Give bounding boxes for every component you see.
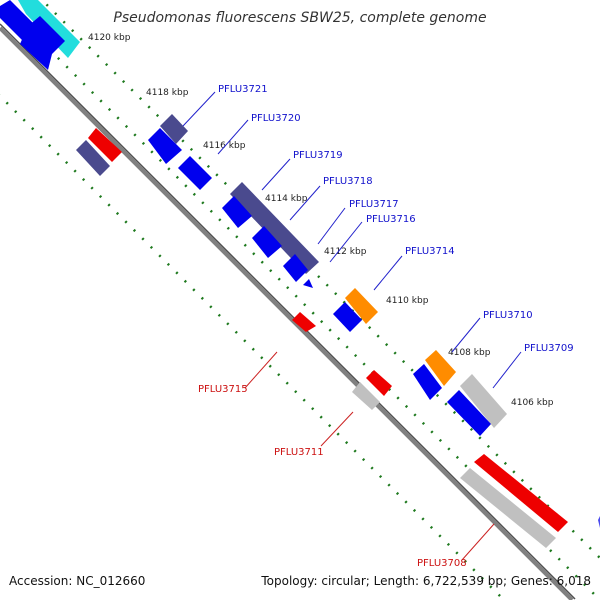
gene-leader bbox=[492, 351, 522, 389]
gene-label[interactable]: PFLU3721 bbox=[218, 84, 268, 95]
gene-pflu3710[interactable] bbox=[425, 350, 456, 386]
gene-leader bbox=[182, 91, 216, 127]
gene-pflu3720[interactable] bbox=[148, 128, 182, 164]
gene-pflu3708-adj[interactable] bbox=[460, 468, 556, 548]
gene-label[interactable]: PFLU3718 bbox=[323, 176, 373, 187]
gene-leader bbox=[373, 255, 403, 291]
gene-pflu3711[interactable] bbox=[366, 370, 392, 396]
gene-label[interactable]: PFLU3715 bbox=[198, 384, 248, 395]
tick-label: 4114 kbp bbox=[265, 194, 308, 204]
gene-label[interactable]: PFLU3719 bbox=[293, 150, 343, 161]
gene-leader bbox=[261, 158, 291, 191]
gene-leader bbox=[317, 207, 346, 245]
gene-pflu3709-adj[interactable] bbox=[447, 390, 491, 436]
gene-label[interactable]: PFLU3716 bbox=[366, 214, 416, 225]
genome-summary: Topology: circular; Length: 6,722,539 bp… bbox=[261, 574, 591, 588]
gene-navy[interactable] bbox=[76, 140, 110, 176]
gene-pflu3719[interactable] bbox=[178, 156, 212, 190]
reverse-tick-ring bbox=[0, 94, 506, 600]
gene-small[interactable] bbox=[303, 279, 313, 288]
gene-pflu3708[interactable] bbox=[474, 454, 568, 532]
gene-pflu3721[interactable] bbox=[160, 114, 188, 144]
gene-pflu3715[interactable] bbox=[292, 312, 316, 332]
gene-pflu3711-adj[interactable] bbox=[352, 382, 380, 410]
map-title: Pseudomonas fluorescens SBW25, complete … bbox=[113, 10, 487, 26]
gene-leader bbox=[244, 351, 278, 389]
tick-label: 4120 kbp bbox=[88, 33, 131, 43]
accession-label: Accession: NC_012660 bbox=[9, 574, 146, 588]
gene-label[interactable]: PFLU3717 bbox=[349, 199, 399, 210]
gene-pflu3716[interactable] bbox=[252, 226, 282, 258]
gene-red[interactable] bbox=[88, 128, 122, 162]
gene-leader bbox=[320, 411, 354, 447]
tick-label: 4108 kbp bbox=[448, 348, 491, 358]
tick-label: 4112 kbp bbox=[324, 247, 367, 257]
forward-tick-ring bbox=[40, 0, 600, 560]
gene-label[interactable]: PFLU3708 bbox=[417, 558, 467, 569]
tick-label: 4106 kbp bbox=[511, 398, 554, 408]
gene-pflu3710-adj[interactable] bbox=[413, 364, 442, 400]
gene-pflu3709[interactable] bbox=[460, 374, 507, 428]
gene-leader bbox=[329, 221, 363, 263]
gene-label[interactable]: PFLU3709 bbox=[524, 343, 574, 354]
gene-label[interactable]: PFLU3711 bbox=[274, 447, 324, 458]
gene-pflu3714[interactable] bbox=[345, 288, 378, 324]
gene-leader bbox=[289, 185, 321, 221]
gene-label[interactable]: PFLU3714 bbox=[405, 246, 455, 257]
gene-leader bbox=[217, 119, 249, 155]
gene-pflu3714-adj[interactable] bbox=[333, 302, 362, 332]
genome-backbone-edge bbox=[0, 23, 576, 600]
tick-label: 4110 kbp bbox=[386, 296, 429, 306]
gene-label[interactable]: PFLU3720 bbox=[251, 113, 301, 124]
tick-label: 4116 kbp bbox=[203, 141, 246, 151]
genome-backbone bbox=[0, 26, 574, 600]
gene-leader bbox=[451, 317, 481, 353]
gene-pflu3716b[interactable] bbox=[283, 254, 308, 282]
gene-leader bbox=[461, 523, 495, 561]
gene-label[interactable]: PFLU3710 bbox=[483, 310, 533, 321]
tick-label: 4118 kbp bbox=[146, 88, 189, 98]
gene-blue[interactable] bbox=[20, 16, 65, 70]
gene-pflu3717[interactable] bbox=[222, 196, 252, 228]
gene-pflu3718[interactable] bbox=[230, 182, 319, 274]
